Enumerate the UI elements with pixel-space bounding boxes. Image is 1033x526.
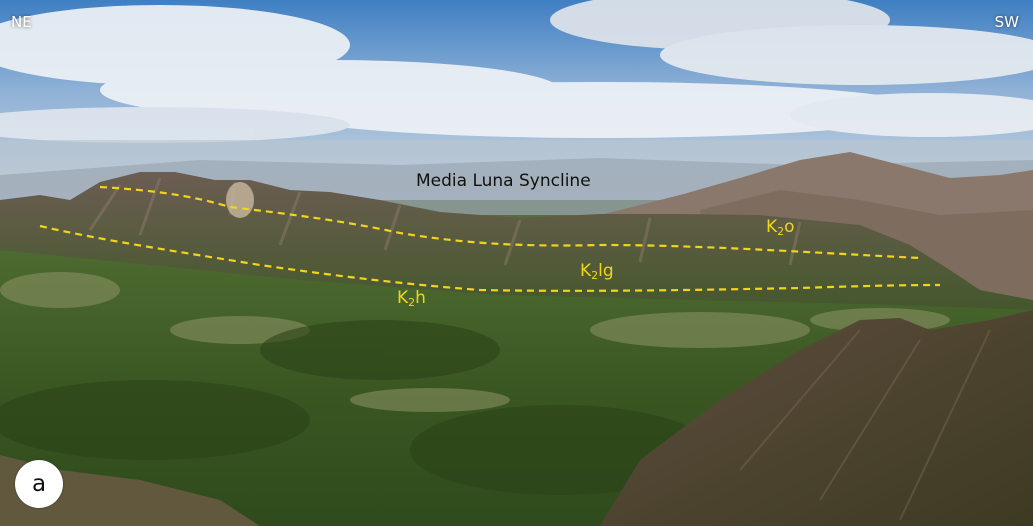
meadow-patches <box>0 272 950 412</box>
direction-sw: SW <box>994 13 1019 31</box>
panel-label-badge: a <box>15 460 63 508</box>
foreground-ridge-right <box>600 310 1033 526</box>
direction-ne: NE <box>11 13 32 31</box>
contact-lines <box>39 185 941 292</box>
structure-title: Media Luna Syncline <box>416 171 591 191</box>
clouds <box>0 0 1033 143</box>
unit-label-k2lg: K2lg <box>580 261 614 282</box>
unit-label-k2o: K2o <box>766 217 795 238</box>
unit-label-k2h: K2h <box>397 288 426 309</box>
foreground-left <box>0 455 260 526</box>
contact-k2o-k2lg <box>99 185 921 260</box>
panel-label: a <box>31 471 47 497</box>
contact-k2lg-k2h <box>39 224 941 292</box>
